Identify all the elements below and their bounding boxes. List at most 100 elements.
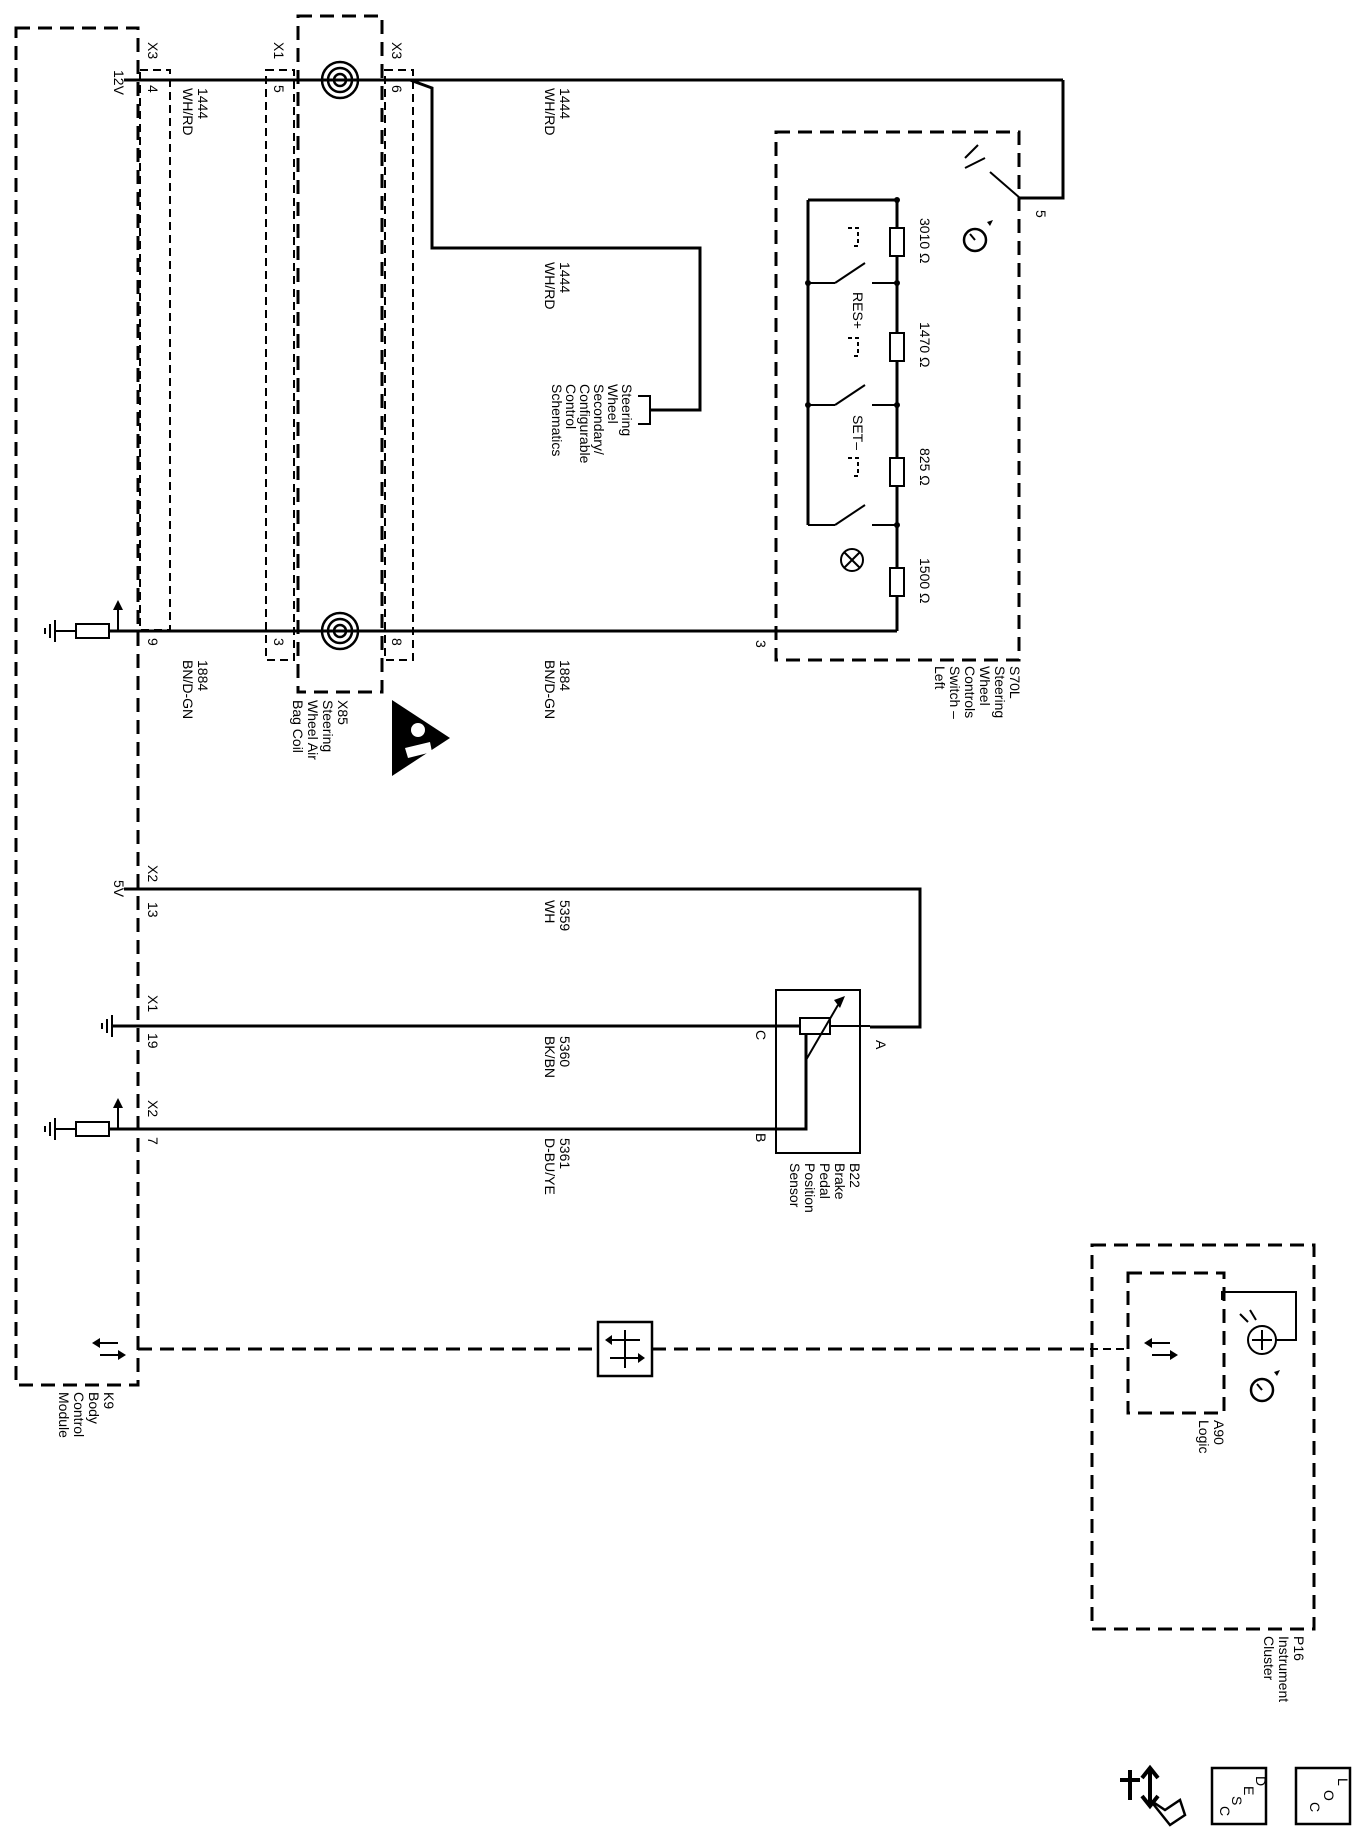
svg-text:Secondary/: Secondary/ [591,384,607,455]
logic-outline [1126,1271,1226,1415]
svg-text:1444: 1444 [195,88,211,119]
airbag-warning-icon [392,700,450,776]
svg-text:Cluster: Cluster [1261,1636,1277,1681]
cluster-cruise-icon [1249,1370,1280,1403]
svg-text:Module: Module [56,1392,72,1438]
svg-text:S70L: S70L [1007,666,1023,699]
bcm-outline [14,26,140,1387]
svg-text:WH/RD: WH/RD [542,262,558,309]
cluster-title: P16 Instrument Cluster [1261,1636,1307,1702]
brake-title: B22 Brake Pedal Position Sensor [787,1163,863,1213]
svg-text:K9: K9 [101,1392,117,1409]
location-button[interactable]: L O C [1294,1766,1352,1826]
svg-text:Wheel: Wheel [605,384,621,424]
svg-text:Schematics: Schematics [549,384,565,456]
svg-text:X85: X85 [335,700,351,725]
switch-pin-5: 5 [1033,210,1049,218]
wire-1444-top [124,78,1065,200]
svg-text:E: E [1241,1786,1257,1795]
coil-conn-x1: X1 [271,42,287,59]
bcm-connector-box [139,69,171,631]
svg-text:1444: 1444 [557,88,573,119]
logic-title: A90 Logic [1196,1420,1227,1453]
svg-text:S: S [1229,1796,1245,1805]
footer-toolbar: D E S C L O C [1120,1764,1352,1827]
res-plus-label: RES+ [850,292,866,329]
resistor-825 [889,457,905,487]
airbag-coil: X1 X3 5 3 6 8 X85 Steering Wheel Air Bag… [265,14,450,776]
resistor-1470 [889,332,905,362]
coil-conn-x3: X3 [389,42,405,59]
svg-text:Brake: Brake [832,1163,848,1200]
bcm-conn-x2: X2 [145,865,161,882]
description-button[interactable]: D E S C [1210,1766,1269,1826]
svg-text:1884: 1884 [557,660,573,691]
cluster-outline [1090,1243,1316,1631]
bcm-pin-4: 4 [145,85,161,93]
serial-data-bus [138,1320,1125,1378]
brake-pin-a: A [873,1040,889,1050]
svg-text:B22: B22 [847,1163,863,1188]
bcm-volt-5v: 5V [111,880,127,898]
svg-text:5359: 5359 [557,900,573,931]
label-1884-right: 1884 BN/D-GN [542,660,573,719]
svg-text:BK/BN: BK/BN [542,1036,558,1078]
r-1500-label: 1500 Ω [917,558,933,604]
svg-text:O: O [1321,1790,1337,1801]
svg-text:Position: Position [802,1163,818,1213]
label-1444-right: 1444 WH/RD [542,88,573,135]
svg-text:Steering: Steering [992,666,1008,718]
wire-1884 [124,600,899,633]
svg-text:Configurable: Configurable [577,384,593,464]
svg-text:WH: WH [542,900,558,923]
svg-text:1884: 1884 [195,660,211,691]
steering-secondary-ref[interactable]: Steering Wheel Secondary/ Configurable C… [549,384,635,464]
svg-text:Wheel: Wheel [977,666,993,706]
svg-text:Controls: Controls [962,666,978,718]
r-1470-label: 1470 Ω [917,322,933,368]
svg-text:WH/RD: WH/RD [180,88,196,135]
brake-pin-c: C [753,1030,769,1040]
bcm-conn-x2-b: X2 [145,1100,161,1117]
cruise-control-icon [962,220,993,253]
bcm-pin-9: 9 [145,638,161,646]
label-1884-left: 1884 BN/D-GN [180,660,211,719]
instrument-cluster: A90 Logic P16 Instrument Cluster [1090,1243,1316,1702]
brake-pin-b: B [753,1133,769,1142]
svg-text:Left: Left [932,666,948,689]
switch-pin-3: 3 [753,640,769,648]
bcm-ground-7-icon [44,1098,123,1140]
svg-text:Instrument: Instrument [1276,1636,1292,1702]
switch-s70l: 5 3 S70L Steering Wheel Controls Switch … [753,130,1049,719]
svg-text:Steering: Steering [619,384,635,436]
diagnostic-tool-icon[interactable] [1120,1764,1187,1827]
coil-pin-8: 8 [389,638,405,646]
svg-text:Sensor: Sensor [787,1163,803,1208]
brake-wiper [805,1004,839,1061]
bcm-ground-9-icon [44,600,124,642]
svg-text:Control: Control [71,1392,87,1437]
coil-pin-3: 3 [271,638,287,646]
svg-text:Pedal: Pedal [817,1163,833,1199]
coil-pin-5: 5 [271,85,287,93]
r-825-label: 825 Ω [917,448,933,486]
resistor-3010 [889,227,905,257]
bcm-data-arrows-icon [92,1338,126,1360]
coil-conn-x1-box [265,69,295,661]
switch-rung-res: RES+ [805,292,900,408]
bcm-conn-x1: X1 [145,995,161,1012]
cruise-indicator-lamp-icon [1221,1291,1297,1355]
coil-title: X85 Steering Wheel Air Bag Coil [290,700,351,760]
svg-text:BN/D-GN: BN/D-GN [180,660,196,719]
switch-title: S70L Steering Wheel Controls Switch – Le… [932,666,1023,719]
coil-conn-x3-box [384,69,414,661]
svg-text:L: L [1335,1778,1351,1786]
switch-rung-set: SET– [808,415,900,528]
svg-text:C: C [1307,1802,1323,1812]
wire-5359 [124,887,922,1029]
label-5360: 5360 BK/BN [542,1036,573,1078]
svg-text:1444: 1444 [557,262,573,293]
wire-5361 [109,1030,808,1131]
label-5361: 5361 D-BU/YE [542,1138,573,1195]
